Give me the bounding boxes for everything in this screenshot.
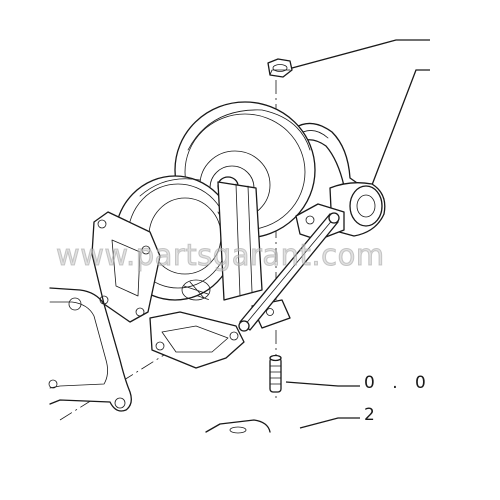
bottom-plate-part bbox=[205, 419, 271, 434]
callout-label-item-1: 0 . 0 bbox=[364, 373, 432, 393]
nut-part bbox=[267, 58, 293, 78]
stud-part bbox=[269, 354, 282, 393]
callout-label-item-2: 2 bbox=[364, 405, 375, 425]
turbocharger-body bbox=[91, 101, 386, 369]
leader-lines bbox=[285, 39, 430, 429]
gasket-part bbox=[48, 287, 132, 412]
